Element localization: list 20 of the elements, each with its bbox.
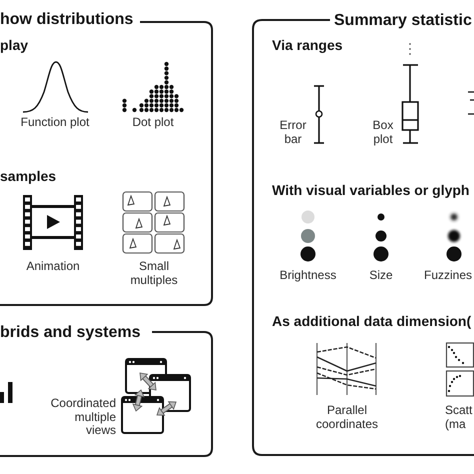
node-label: Function plot: [20, 116, 90, 130]
panel-title: brids and systems: [0, 323, 140, 342]
node-label: Animation: [25, 260, 81, 274]
node-label: Dot plot: [131, 116, 175, 130]
section-heading: As additional data dimension(: [272, 313, 472, 330]
panel-title: how distributions: [0, 10, 134, 29]
section-heading: Via ranges: [272, 37, 343, 54]
node-label: Fuzzines: [424, 269, 474, 282]
section-heading: samples: [0, 168, 56, 185]
node-label: Parallel coordinates: [314, 404, 380, 431]
node-label: Size: [368, 269, 394, 282]
node-label: Scatt (ma: [445, 404, 474, 431]
node-label: Brightness: [278, 269, 338, 282]
node-label: Box plot: [372, 119, 394, 146]
node-label: Error bar: [278, 119, 308, 146]
panel-title: Summary statistic: [334, 11, 472, 30]
section-heading: play: [0, 37, 28, 54]
section-heading: With visual variables or glyph: [272, 182, 470, 199]
node-label: Coordinated multiple views: [50, 397, 116, 438]
node-label: Small multiples: [129, 260, 179, 287]
